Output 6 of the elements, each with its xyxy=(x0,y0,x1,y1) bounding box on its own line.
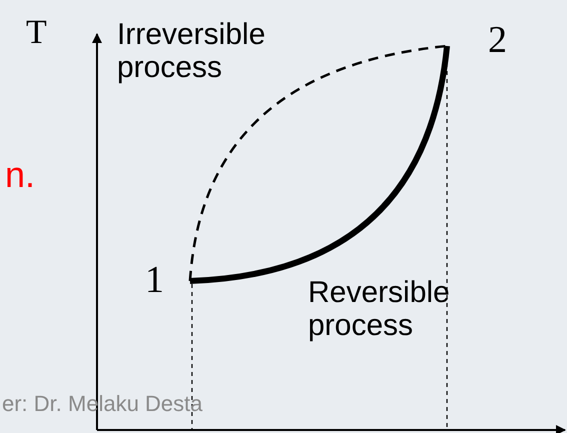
text-fragment: n. xyxy=(5,155,36,195)
state-point-label: 2 xyxy=(447,18,507,64)
curve-label: Reversible process xyxy=(308,276,451,342)
curve-label: Irreversible process xyxy=(117,18,266,84)
state-point-label: 1 xyxy=(145,258,190,300)
axis-label: T xyxy=(26,14,47,52)
